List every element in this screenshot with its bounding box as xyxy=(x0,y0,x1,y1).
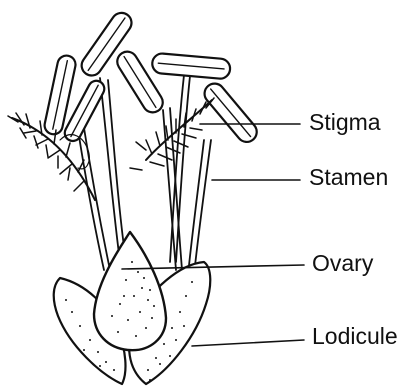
anthers xyxy=(43,9,261,146)
label-lodicule: Lodicule xyxy=(312,325,398,348)
anther xyxy=(151,53,230,80)
ovary xyxy=(94,232,166,350)
anther xyxy=(200,80,260,146)
label-stigma: Stigma xyxy=(309,111,381,134)
label-stamen: Stamen xyxy=(309,166,388,189)
leader-line-lodicule xyxy=(192,340,304,346)
label-ovary: Ovary xyxy=(312,252,373,275)
